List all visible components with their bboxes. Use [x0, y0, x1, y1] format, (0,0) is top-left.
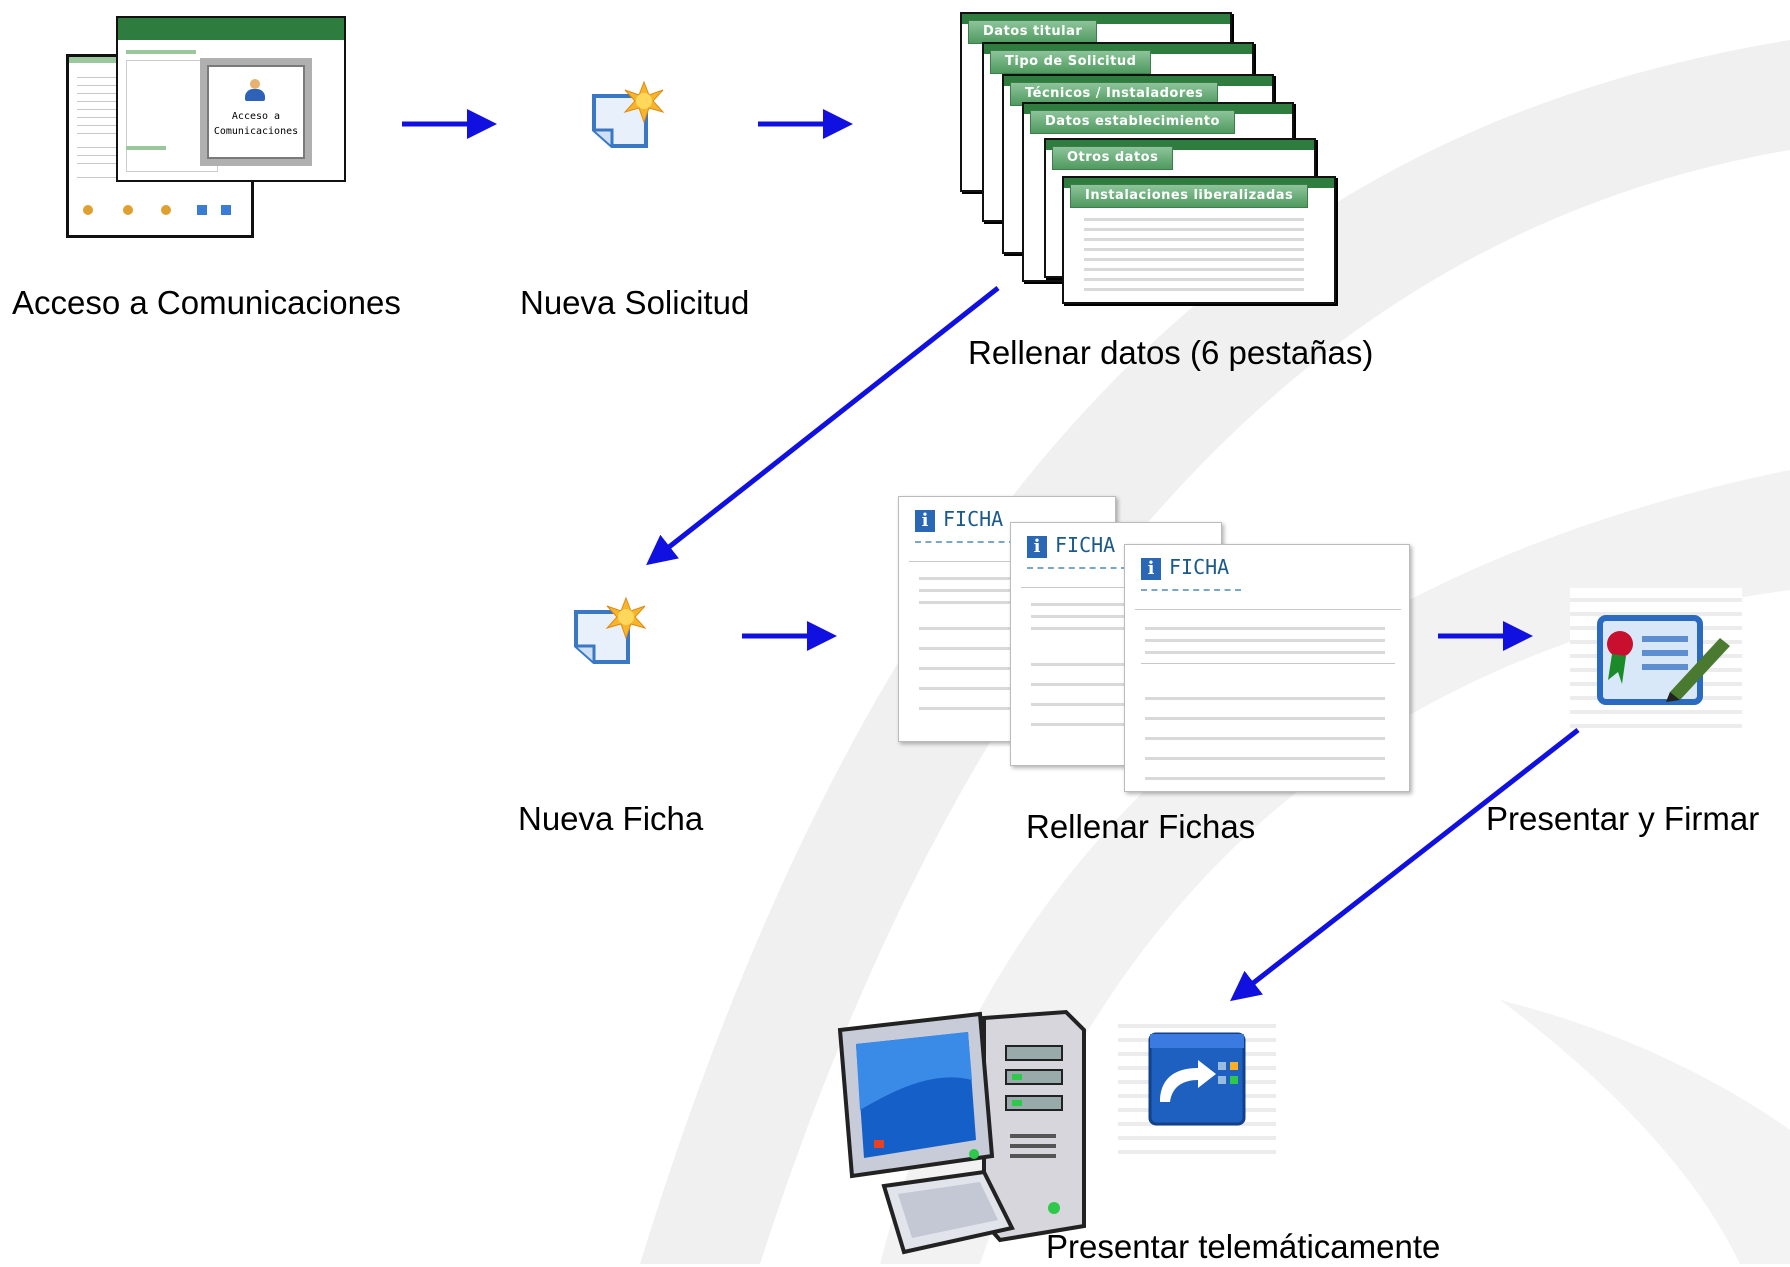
- info-icon: i: [1141, 558, 1161, 580]
- tab-label: Tipo de Solicitud: [990, 50, 1152, 74]
- label-acceso: Acceso a Comunicaciones: [12, 284, 401, 321]
- label-presentar-telematicamente: Presentar telemáticamente: [1046, 1228, 1441, 1265]
- new-document-icon[interactable]: [590, 80, 670, 162]
- tab-label: Otros datos: [1052, 146, 1174, 170]
- acceso-screenshot: Acceso a Comunicaciones: [66, 16, 346, 238]
- submit-window-icon[interactable]: [1118, 1014, 1276, 1154]
- ficha-title: FICHA: [943, 507, 1004, 531]
- acceso-comunicaciones-button[interactable]: Acceso a Comunicaciones: [200, 58, 312, 166]
- info-icon: i: [1027, 536, 1047, 558]
- label-rellenar-fichas: Rellenar Fichas: [1026, 808, 1256, 845]
- ficha-title: FICHA: [1055, 533, 1116, 557]
- user-icon: [245, 79, 265, 101]
- tab-card-instalaciones[interactable]: Instalaciones liberalizadas: [1062, 176, 1336, 304]
- label-rellenar-datos: Rellenar datos (6 pestañas): [968, 334, 1374, 371]
- tab-label: Datos establecimiento: [1030, 110, 1235, 134]
- label-presentar-firmar: Presentar y Firmar: [1486, 800, 1760, 837]
- sign-certificate-icon[interactable]: [1570, 588, 1742, 732]
- info-icon: i: [915, 510, 935, 532]
- desktop-computer-icon: [834, 1000, 1090, 1262]
- ficha-card-3[interactable]: i FICHA: [1124, 544, 1410, 792]
- tab-label: Datos titular: [968, 20, 1098, 44]
- label-nueva-ficha: Nueva Ficha: [518, 800, 704, 837]
- acceso-button-label: Acceso a Comunicaciones: [213, 111, 299, 137]
- ficha-title: FICHA: [1169, 555, 1230, 579]
- tab-label: Instalaciones liberalizadas: [1070, 184, 1309, 208]
- label-nueva-solicitud: Nueva Solicitud: [520, 284, 750, 321]
- new-ficha-icon[interactable]: [572, 596, 652, 678]
- tab-stack: Datos titular Tipo de Solicitud Técnicos…: [960, 12, 1340, 304]
